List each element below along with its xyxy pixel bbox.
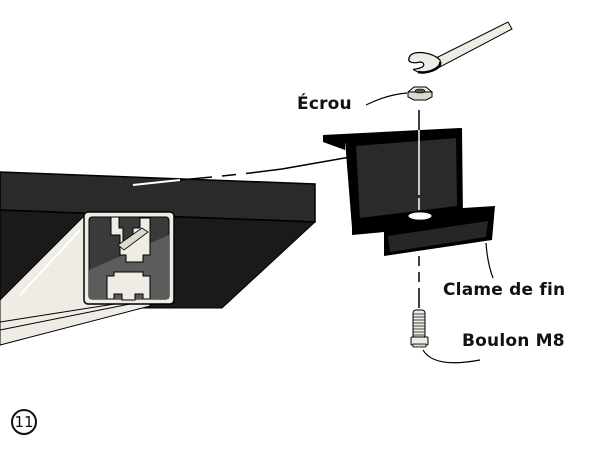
bolt-label: Boulon M8 [462, 331, 565, 351]
alignment-line [179, 155, 357, 181]
bolt-icon [410, 309, 429, 348]
bolt-leader [422, 349, 481, 364]
wrench-icon [408, 21, 513, 74]
leader-lines [365, 92, 494, 364]
nut-icon [407, 86, 433, 101]
nut-leader [365, 92, 408, 106]
nut-label: Écrou [297, 94, 352, 114]
step-number-badge: 11 [11, 409, 37, 435]
clamp-leader [485, 242, 494, 279]
mounting-rail [0, 211, 175, 346]
end-clamp-label: Clame de fin [443, 280, 566, 300]
end-clamp [323, 128, 495, 256]
